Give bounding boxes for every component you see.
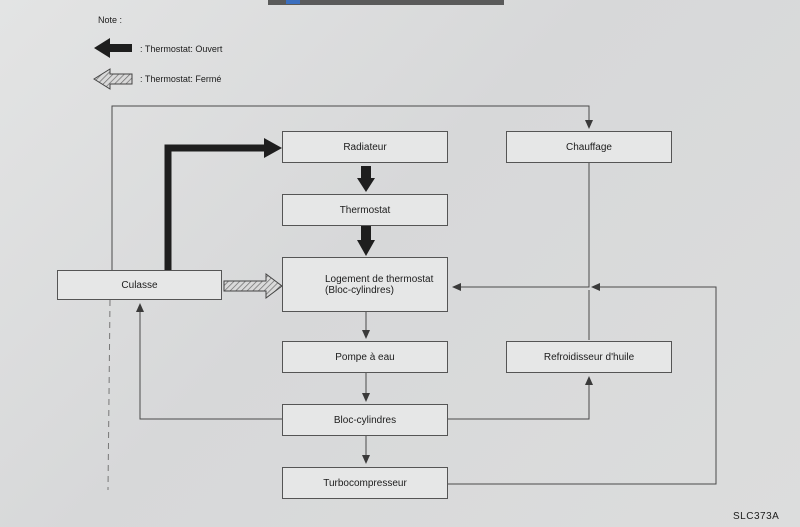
arrowhead-turbo-return [591,283,600,291]
arrowhead-culasse [136,303,144,312]
legend-open-arrow-icon [94,38,132,58]
box-chauffage: Chauffage [506,131,672,163]
line-bloc-to-refroidisseur [448,378,590,420]
line-culasse-to-chauffage [111,105,590,270]
line-bloc-to-culasse [139,306,282,420]
legend-closed-arrow-icon [93,68,133,90]
reference-code: SLC373A [733,511,780,522]
viewer-top-bar [268,0,504,5]
box-pompe-a-eau: Pompe à eau [282,341,448,373]
open-flow-arrows [164,138,375,270]
dashed-left-edge [107,299,111,491]
arrowhead-pompe [362,330,370,339]
legend-title: Note : [98,15,123,25]
line-chauffage-to-logement [455,163,590,288]
legend-open-label: : Thermostat: Ouvert [140,44,223,54]
arrowhead-chauffage [585,120,593,129]
line-turbo-return [448,286,717,485]
closed-flow-arrow [223,273,283,299]
legend-closed-label: : Thermostat: Fermé [140,74,222,84]
arrowhead-bloc [362,393,370,402]
viewer-tab-marker [286,0,300,4]
arrowhead-turbo [362,455,370,464]
box-bloc-cylindres: Bloc-cylindres [282,404,448,436]
arrowhead-logement-right [452,283,461,291]
arrowhead-refroidisseur [585,376,593,385]
box-thermostat: Thermostat [282,194,448,226]
box-radiateur: Radiateur [282,131,448,163]
box-turbocompresseur: Turbocompresseur [282,467,448,499]
box-logement-thermostat: Logement de thermostat (Bloc-cylindres) [282,257,448,312]
box-culasse: Culasse [57,270,222,300]
box-refroidisseur: Refroidisseur d'huile [506,341,672,373]
